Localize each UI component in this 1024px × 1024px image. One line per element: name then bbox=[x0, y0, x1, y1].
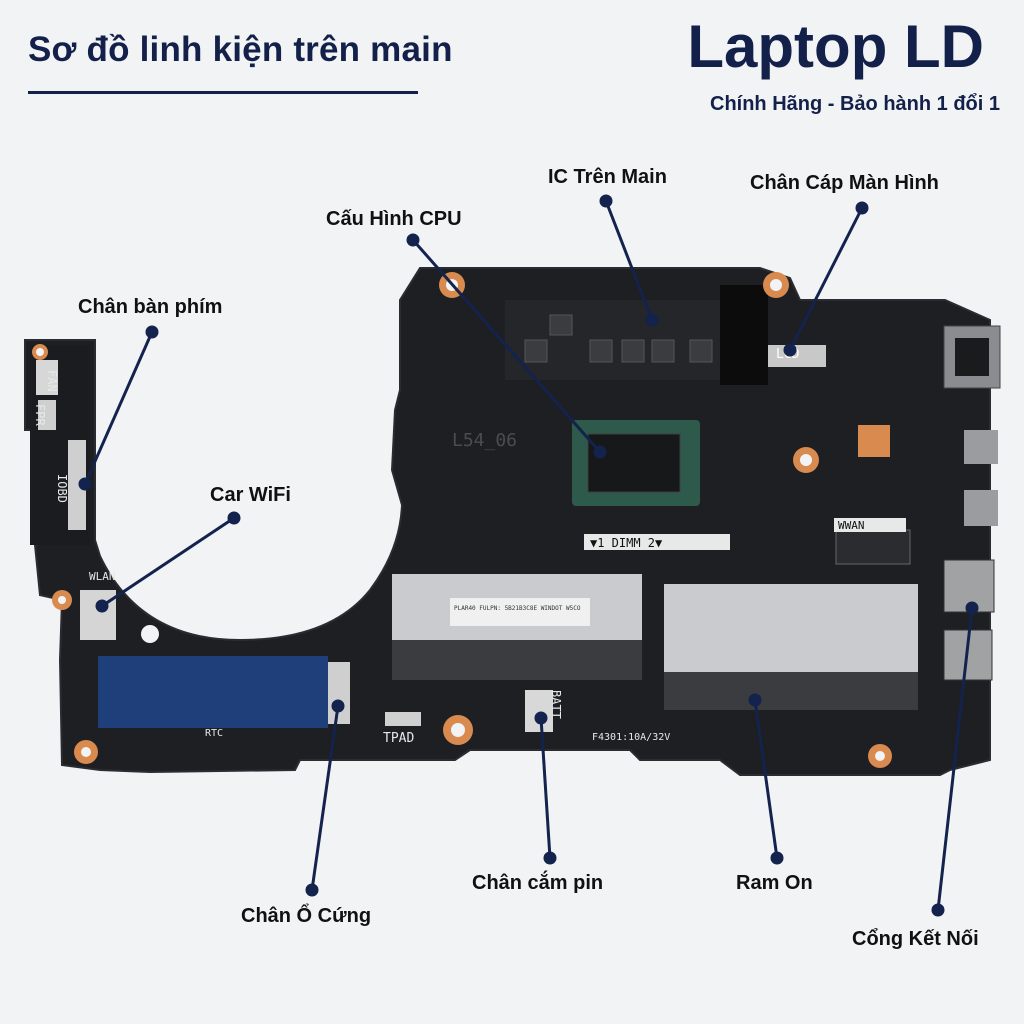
callout-cau-hinh-cpu: Cấu Hình CPU bbox=[326, 208, 462, 230]
fpr-connector bbox=[38, 400, 56, 430]
display-cable-tape bbox=[720, 285, 768, 385]
callout-chan-o-cung: Chân Ổ Cứng bbox=[241, 905, 372, 927]
callout-cong-ket-noi: Cổng Kết Nối bbox=[852, 928, 979, 950]
silk-iobd: IOBD bbox=[55, 474, 69, 503]
fan-connector bbox=[36, 360, 58, 395]
battery-connector bbox=[525, 690, 553, 732]
board-cutout-hole bbox=[141, 625, 159, 643]
ssd-shield bbox=[98, 656, 328, 728]
ssd-connector bbox=[328, 662, 350, 724]
callout-ic-tren-main: IC Trên Main bbox=[548, 166, 667, 188]
hdmi-port bbox=[943, 629, 993, 681]
silk-batt: BATT bbox=[549, 690, 563, 719]
silk-sticker: PLAR40 FULPN: 5B21B3C8E WINDOT W5CO bbox=[454, 605, 581, 612]
callout-car-wifi: Car WiFi bbox=[210, 484, 291, 506]
wifi-card bbox=[80, 590, 116, 640]
silk-lcd: LCD bbox=[776, 347, 800, 362]
silk-board-id: L54_06 bbox=[452, 430, 517, 451]
page-title: Sơ đồ linh kiện trên main bbox=[28, 30, 453, 69]
silk-wwan: WWAN bbox=[838, 519, 865, 532]
ram-slot-2 bbox=[664, 672, 918, 710]
test-pad bbox=[858, 425, 890, 457]
usb-a-port bbox=[943, 559, 995, 613]
ram-slot-1 bbox=[392, 640, 642, 680]
title-underline bbox=[28, 91, 418, 94]
ram-shield-2 bbox=[664, 584, 918, 686]
silk-wlan: WLAN bbox=[89, 570, 116, 583]
callout-chan-ban-phim: Chân bàn phím bbox=[78, 296, 223, 318]
callout-chan-cam-pin: Chân cắm pin bbox=[472, 872, 604, 894]
callout-chan-cap-man-hinh: Chân Cáp Màn Hình bbox=[750, 172, 939, 194]
brand-name: Laptop LD bbox=[687, 13, 984, 80]
keyboard-connector bbox=[68, 440, 86, 530]
silk-fuse: F4301:10A/32V bbox=[592, 732, 670, 743]
tpad-connector bbox=[385, 712, 421, 726]
silk-fpr: FPR bbox=[33, 404, 47, 426]
brand-tagline: Chính Hãng - Bảo hành 1 đổi 1 bbox=[710, 93, 1000, 115]
callout-ram-on: Ram On bbox=[736, 872, 813, 894]
silk-tpad: TPAD bbox=[383, 731, 414, 746]
usb-c-port-1 bbox=[964, 430, 998, 464]
silk-dimm: ▼1 DIMM 2▼ bbox=[590, 536, 663, 550]
wwan-slot bbox=[835, 529, 911, 565]
cpu-die bbox=[587, 433, 681, 493]
usb-c-port-2 bbox=[964, 490, 998, 526]
silk-fan: FAN bbox=[45, 370, 59, 392]
silk-rtc: RTC bbox=[205, 728, 223, 739]
sticker bbox=[450, 598, 590, 626]
